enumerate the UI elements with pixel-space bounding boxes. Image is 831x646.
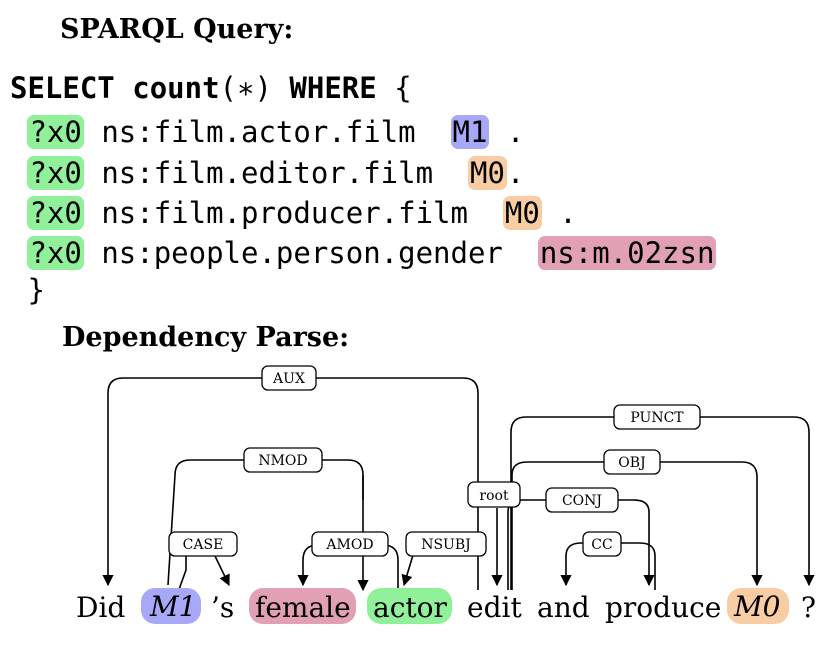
label-case: CASE bbox=[168, 531, 238, 557]
triple-subject: ?x0 bbox=[27, 115, 84, 149]
svg-text:CC: CC bbox=[591, 537, 612, 553]
triple-object-gender: ns:m.02zsn bbox=[537, 236, 717, 270]
highlight-actor bbox=[367, 588, 452, 624]
label-nmod: NMOD bbox=[243, 447, 323, 473]
label-nsubj: NSUBJ bbox=[405, 531, 487, 557]
label-root: root bbox=[467, 481, 521, 508]
open-brace: { bbox=[394, 71, 412, 105]
svg-text:AMOD: AMOD bbox=[325, 537, 373, 553]
where-keyword: WHERE bbox=[289, 71, 377, 105]
triple-subject: ?x0 bbox=[27, 156, 84, 190]
triple-subject: ?x0 bbox=[27, 236, 84, 270]
arc-conj bbox=[507, 499, 655, 590]
triple-terminator: . bbox=[506, 156, 525, 190]
word-m0: M0 bbox=[733, 590, 780, 623]
triple-terminator: . bbox=[506, 115, 525, 149]
word-question-mark: ? bbox=[801, 591, 816, 624]
arc-obj bbox=[511, 461, 763, 590]
svg-text:NMOD: NMOD bbox=[258, 453, 307, 469]
svg-text:CASE: CASE bbox=[183, 537, 224, 553]
word-female: female bbox=[255, 591, 351, 624]
word-possessive: ’s bbox=[211, 591, 234, 624]
triple-terminator: . bbox=[559, 196, 577, 230]
triple-object-m1: M1 bbox=[450, 115, 490, 149]
highlight-m1 bbox=[141, 588, 201, 624]
arc-nmod bbox=[167, 459, 363, 590]
label-conj: CONJ bbox=[545, 487, 619, 513]
select-keyword: SELECT bbox=[10, 71, 115, 105]
word-did: Did bbox=[76, 591, 125, 624]
label-cc: CC bbox=[582, 531, 622, 557]
triple-predicate: ns:people.person.gender bbox=[101, 236, 503, 270]
svg-text:NSUBJ: NSUBJ bbox=[421, 537, 471, 553]
label-obj: OBJ bbox=[603, 449, 661, 475]
svg-text:root: root bbox=[479, 488, 509, 504]
sparql-triple-3: ?x0 ns:film.producer.film M0 . bbox=[10, 193, 577, 233]
svg-text:AUX: AUX bbox=[272, 371, 305, 387]
sparql-close-line: } bbox=[10, 270, 45, 310]
arc-aux bbox=[102, 377, 479, 590]
label-amod: AMOD bbox=[311, 531, 389, 557]
word-m1: M1 bbox=[149, 590, 196, 623]
svg-text:CONJ: CONJ bbox=[562, 493, 602, 509]
count-args: (∗) bbox=[219, 71, 272, 105]
sparql-heading: SPARQL Query: bbox=[60, 14, 294, 45]
sparql-triple-1: ?x0 ns:film.actor.film M1 . bbox=[10, 112, 524, 152]
count-keyword: count bbox=[132, 71, 220, 105]
svg-text:OBJ: OBJ bbox=[618, 455, 645, 471]
sparql-triple-2: ?x0 ns:film.editor.film M0. bbox=[10, 153, 524, 193]
label-aux: AUX bbox=[261, 365, 317, 391]
svg-text:PUNCT: PUNCT bbox=[630, 410, 684, 426]
arc-case bbox=[176, 555, 229, 595]
word-actor: actor bbox=[373, 591, 447, 624]
triple-object-m0: M0 bbox=[467, 156, 507, 190]
highlight-m0 bbox=[727, 588, 789, 624]
triple-predicate: ns:film.editor.film bbox=[101, 156, 434, 190]
word-produce: produce bbox=[605, 591, 721, 624]
triple-predicate: ns:film.actor.film bbox=[101, 115, 416, 149]
highlight-female bbox=[249, 588, 356, 624]
close-brace: } bbox=[27, 273, 45, 307]
triple-predicate: ns:film.producer.film bbox=[101, 196, 468, 230]
arc-nsubj bbox=[401, 554, 414, 587]
sparql-triple-4: ?x0 ns:people.person.gender ns:m.02zsn bbox=[10, 233, 717, 273]
sparql-select-line: SELECT count(∗) WHERE { bbox=[10, 68, 412, 108]
word-edit: edit bbox=[467, 591, 522, 624]
word-and: and bbox=[537, 591, 590, 624]
label-punct: PUNCT bbox=[613, 404, 701, 430]
triple-object-m0: M0 bbox=[502, 196, 542, 230]
dependency-heading: Dependency Parse: bbox=[62, 322, 350, 353]
triple-subject: ?x0 bbox=[27, 196, 84, 230]
